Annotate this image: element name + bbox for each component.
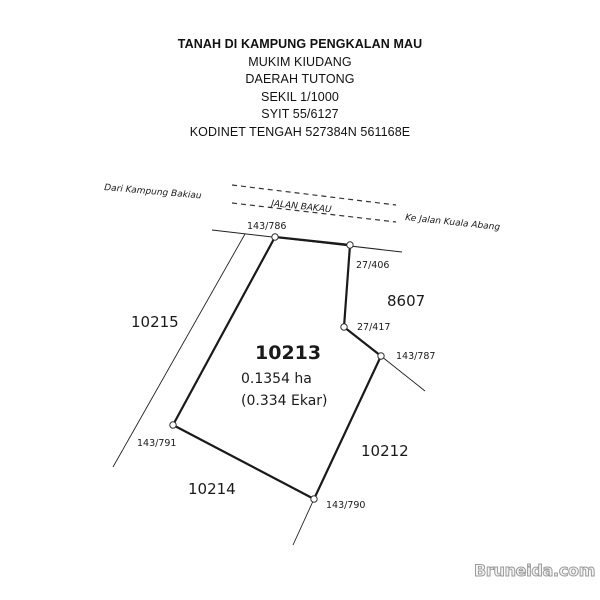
marker-143-786 — [271, 233, 279, 241]
main-lot-number: 10213 — [255, 342, 321, 364]
scale-line: SEKIL 1/1000 — [261, 89, 339, 104]
road-edge-upper — [231, 184, 397, 206]
road-from-label: Dari Kampung Bakiau — [104, 183, 202, 202]
main-lot-area-ha: 0.1354 ha — [241, 371, 312, 387]
lot-8607-boundary — [380, 355, 426, 392]
marker-143-787 — [377, 352, 385, 360]
sheet-line: SYIT 55/6127 — [261, 107, 339, 121]
marker-143-791 — [169, 421, 177, 429]
lot-10212-label: 10212 — [361, 442, 409, 460]
marker-label-27-417: 27/417 — [357, 322, 390, 333]
marker-label-143-790: 143/790 — [326, 500, 365, 511]
coordinate-line: KODINET TENGAH 527384N 561168E — [189, 124, 411, 139]
marker-27-417 — [340, 323, 348, 331]
marker-label-143-787: 143/787 — [396, 351, 435, 362]
road-edge-lower — [231, 202, 397, 223]
marker-label-143-791: 143/791 — [137, 438, 176, 449]
marker-label-27-406: 27/406 — [356, 260, 389, 271]
watermark: Bruneida.com — [473, 561, 596, 581]
road-name-label: JALAN BAKAU — [269, 199, 333, 216]
lot-10212-10214-boundary — [292, 498, 315, 546]
lot-8607-label: 8607 — [387, 292, 425, 310]
main-lot-area-acre: (0.334 Ekar) — [241, 393, 328, 409]
road-to-label: Ke Jalan Kuala Abang — [405, 213, 501, 233]
marker-143-790 — [310, 495, 318, 503]
lot-10215-boundary — [112, 233, 246, 468]
district-line: DAERAH TUTONG — [245, 72, 355, 86]
marker-27-406 — [346, 241, 354, 249]
plan-header: TANAH DI KAMPUNG PENGKALAN MAU MUKIM KIU… — [0, 36, 600, 141]
lot-10213-boundary — [171, 235, 383, 501]
plan-title: TANAH DI KAMPUNG PENGKALAN MAU — [177, 37, 423, 51]
lot-10215-label: 10215 — [131, 313, 179, 331]
lot-10214-label: 10214 — [188, 480, 236, 498]
mukim-line: MUKIM KIUDANG — [248, 54, 352, 69]
marker-label-143-786: 143/786 — [247, 221, 286, 232]
